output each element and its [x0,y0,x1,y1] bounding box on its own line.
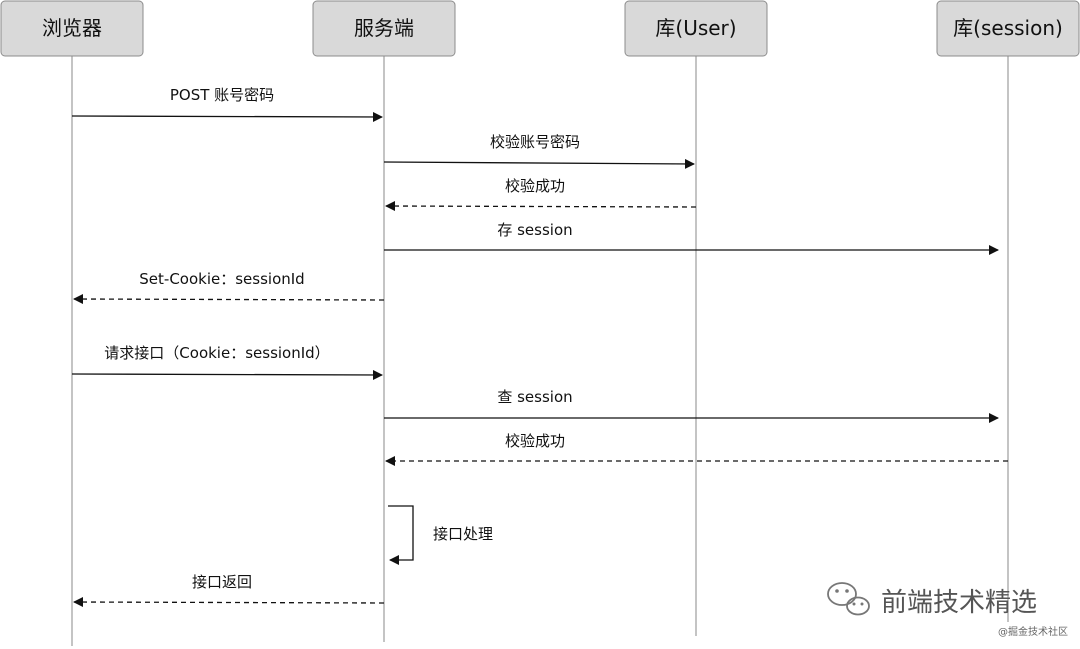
message-label: 校验成功 [505,177,565,195]
message-arrow [383,158,695,169]
message-label: Set-Cookie：sessionId [139,270,304,288]
message-arrow [73,294,385,305]
actor-server-label: 服务端 [354,16,414,40]
message-label: 存 session [497,221,572,239]
actor-session-db: 库(session) [936,0,1080,57]
actor-server: 服务端 [312,0,456,57]
message-store-session: 存 session [384,221,999,255]
actor-user-db: 库(User) [624,0,768,57]
message-session-verified: 校验成功 [385,432,1008,466]
watermark: 前端技术精选 @掘金技术社区 [827,582,1068,638]
message-label: 接口返回 [192,573,252,591]
message-arrow [385,201,697,212]
message-arrow [73,597,385,608]
watermark-title: 前端技术精选 [881,588,1037,618]
message-arrow [71,111,383,122]
message-label: 请求接口（Cookie：sessionId） [104,344,329,362]
message-arrow [71,369,383,380]
actor-browser: 浏览器 [0,0,144,57]
message-verify-success: 校验成功 [385,177,697,212]
message-label: 校验成功 [505,432,565,450]
watermark-source: @掘金技术社区 [998,625,1068,638]
message-query-session: 查 session [384,388,999,423]
message-request-api: 请求接口（Cookie：sessionId） [71,344,383,380]
message-label: 查 session [497,388,572,406]
self-call-arrow [388,505,414,565]
message-post-credentials: POST 账号密码 [71,86,383,122]
message-verify-credentials: 校验账号密码 [383,133,695,169]
actor-session-db-label: 库(session) [953,16,1063,40]
wechat-icon [827,582,870,616]
message-label: 接口处理 [433,525,493,543]
message-label: POST 账号密码 [170,86,274,104]
message-api-response: 接口返回 [73,573,385,608]
actor-browser-label: 浏览器 [42,16,102,40]
message-set-cookie: Set-Cookie：sessionId [73,270,385,305]
message-process-api: 接口处理 [388,505,493,565]
message-label: 校验账号密码 [490,133,580,151]
actor-user-db-label: 库(User) [655,16,736,40]
